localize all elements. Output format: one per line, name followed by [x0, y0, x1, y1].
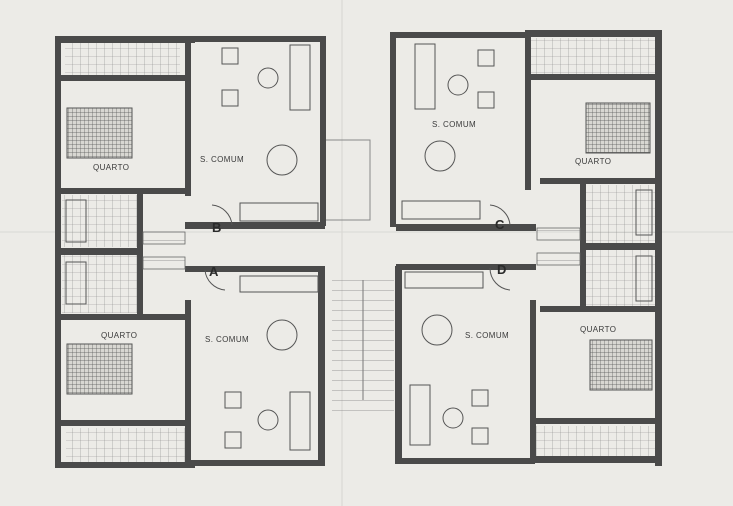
room-label-bedroom-b: QUARTO [93, 163, 129, 172]
balcony-top-right [530, 38, 658, 76]
stair-landing [324, 139, 371, 221]
bathroom-d [585, 250, 655, 307]
room-label-living-d: S. COMUM [465, 331, 509, 340]
balcony-bottom-left [66, 428, 191, 463]
room-label-living-c: S. COMUM [432, 120, 476, 129]
bathroom-a [62, 255, 137, 313]
room-label-bedroom-c: QUARTO [575, 157, 611, 166]
furniture [65, 43, 653, 451]
balcony-bottom-right [535, 426, 657, 458]
balcony-top-left [65, 43, 180, 75]
bathroom-c [585, 185, 655, 243]
room-label-living-a: S. COMUM [205, 335, 249, 344]
unit-label-b: B [212, 220, 221, 235]
room-label-bedroom-d: QUARTO [580, 325, 616, 334]
unit-label-d: D [497, 262, 506, 277]
unit-label-c: C [495, 217, 505, 232]
room-label-bedroom-a: QUARTO [101, 331, 137, 340]
walls [55, 30, 662, 468]
bathroom-b [62, 195, 137, 247]
unit-label-a: A [209, 264, 219, 279]
room-label-living-b: S. COMUM [200, 155, 244, 164]
